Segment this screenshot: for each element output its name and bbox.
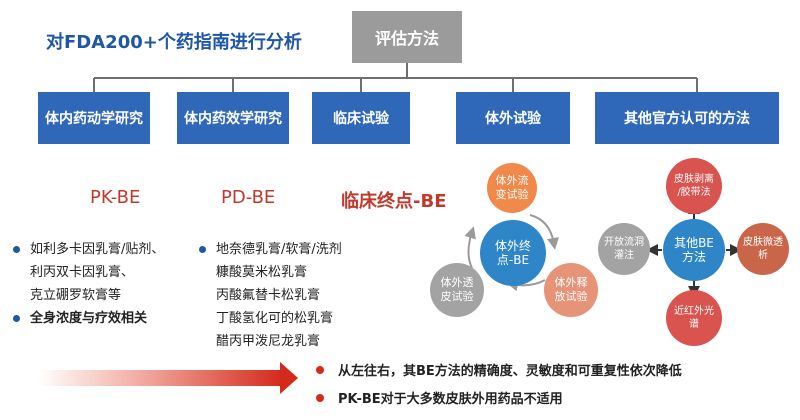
root-node-evaluation-methods: 评估方法 [352, 11, 462, 63]
pk-be-label: PK-BE [90, 187, 141, 208]
bullet-icon [316, 366, 324, 374]
note-pk-be-not-applicable: PK-BE对于大多数皮肤外用药品不适用 [316, 388, 563, 407]
note-precision-decrease: 从左往右，其BE方法的精确度、灵敏度和可重复性依次降低 [316, 360, 682, 379]
list-item: 丁酸氢化可的松乳膏 [216, 311, 334, 326]
bullet-icon [199, 246, 206, 253]
node-tape-stripping: 皮肤剥离/胶带法 [666, 158, 722, 214]
list-item: 如利多卡因乳膏/贴剂、 [10, 238, 164, 261]
category-pd-study: 体内药效学研究 [177, 92, 289, 144]
arrow-right-icon [280, 362, 298, 394]
list-item: 醋丙甲泼尼龙乳膏 [216, 334, 321, 349]
category-in-vitro: 体外试验 [456, 92, 570, 144]
node-near-infrared: 近红外光谱 [666, 290, 722, 346]
list-item: 利丙双卡因乳膏、 [30, 265, 135, 280]
bullet-icon [316, 394, 324, 402]
list-item: 克立硼罗软膏等 [30, 288, 122, 303]
gradient-arrow-bar [38, 370, 282, 386]
node-open-flow-perfusion: 开放流洞灌注 [598, 223, 650, 275]
category-clinical-trial: 临床试验 [312, 92, 410, 144]
page-title: 对FDA200+个药指南进行分析 [46, 32, 302, 53]
bullet-icon [13, 315, 20, 322]
node-permeation-test: 体外透皮试验 [430, 263, 484, 317]
pd-drug-list: 地奈德乳膏/软膏/洗剂 糠酸莫米松乳膏 丙酸氟替卡松乳膏 丁酸氢化可的松乳膏 醋… [196, 238, 342, 353]
node-release-test: 体外释放试验 [544, 263, 598, 317]
list-item: 全身浓度与疗效相关 [10, 307, 164, 330]
category-other-methods: 其他官方认可的方法 [595, 92, 779, 144]
list-item: 丙酸氟替卡松乳膏 [216, 288, 321, 303]
node-dermal-microdialysis: 皮肤微透析 [737, 223, 789, 275]
node-in-vitro-endpoint-be: 体外终点-BE [480, 220, 546, 286]
node-rheology-test: 体外流变试验 [487, 163, 537, 213]
tree-connectors [93, 63, 698, 92]
bullet-icon [13, 246, 20, 253]
pk-drug-list: 如利多卡因乳膏/贴剂、 利丙双卡因乳膏、 克立硼罗软膏等 全身浓度与疗效相关 [10, 238, 164, 330]
list-item: 地奈德乳膏/软膏/洗剂 [196, 238, 342, 261]
clinical-endpoint-be-label: 临床终点-BE [341, 191, 447, 212]
category-pk-study: 体内药动学研究 [38, 92, 150, 144]
list-item: 糠酸莫米松乳膏 [216, 265, 308, 280]
pd-be-label: PD-BE [221, 187, 276, 208]
